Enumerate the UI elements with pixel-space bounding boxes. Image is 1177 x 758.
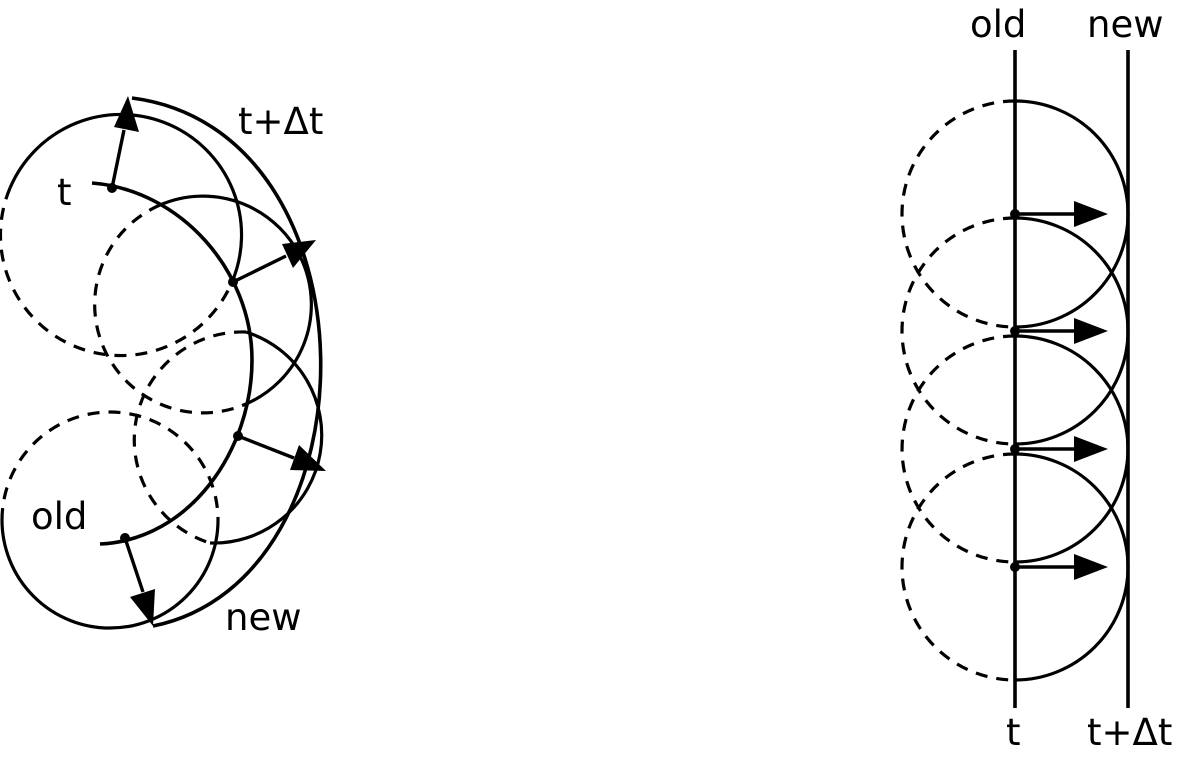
propagation-arrow-3	[237, 434, 326, 471]
wavelet-3	[132, 330, 324, 545]
plane-wavefront-diagram: old new t t+Δt	[900, 3, 1172, 754]
propagation-arrow-1	[110, 96, 139, 189]
right-label-old: old	[970, 3, 1026, 46]
plane-wavelet-1-back-half	[900, 99, 1016, 329]
plane-propagation-arrow-4	[1015, 554, 1108, 580]
curved-wavefront-diagram: t t+Δt old new	[0, 96, 326, 639]
propagation-arrow-2	[232, 240, 316, 284]
plane-wavelet-3-back-half	[900, 334, 1016, 564]
right-label-new: new	[1087, 3, 1163, 46]
left-label-new: new	[225, 596, 301, 639]
wavelet-2-front-half	[159, 194, 313, 406]
plane-propagation-arrow-3	[1015, 436, 1108, 462]
plane-propagation-arrow-2	[1015, 318, 1108, 344]
wavelet-1-back-half	[0, 187, 234, 358]
old-wavefront-arc	[91, 181, 254, 546]
wavelet-2	[93, 194, 313, 415]
right-label-t-plus-dt: t+Δt	[1087, 711, 1172, 754]
left-label-t-plus-dt: t+Δt	[238, 100, 323, 143]
left-label-old: old	[31, 495, 87, 538]
propagation-arrow-4	[123, 537, 155, 626]
wavelet-1	[0, 112, 244, 358]
wavelet-1-front-half	[8, 112, 244, 283]
plane-propagation-arrow-1	[1015, 201, 1108, 227]
plane-wavelet-4-back-half	[900, 452, 1016, 682]
right-label-t: t	[1006, 711, 1021, 754]
plane-wavelet-2-back-half	[900, 216, 1016, 446]
wavelet-3-back-half	[132, 330, 247, 545]
wavelet-3-front-half	[209, 330, 324, 545]
wavelet-2-back-half	[93, 203, 247, 415]
wavelet-4-back-half	[0, 410, 220, 521]
wavelet-4	[0, 410, 220, 630]
new-wavefront-envelope	[131, 96, 323, 628]
wavelet-4-front-half	[0, 519, 220, 630]
left-label-t: t	[57, 171, 72, 214]
